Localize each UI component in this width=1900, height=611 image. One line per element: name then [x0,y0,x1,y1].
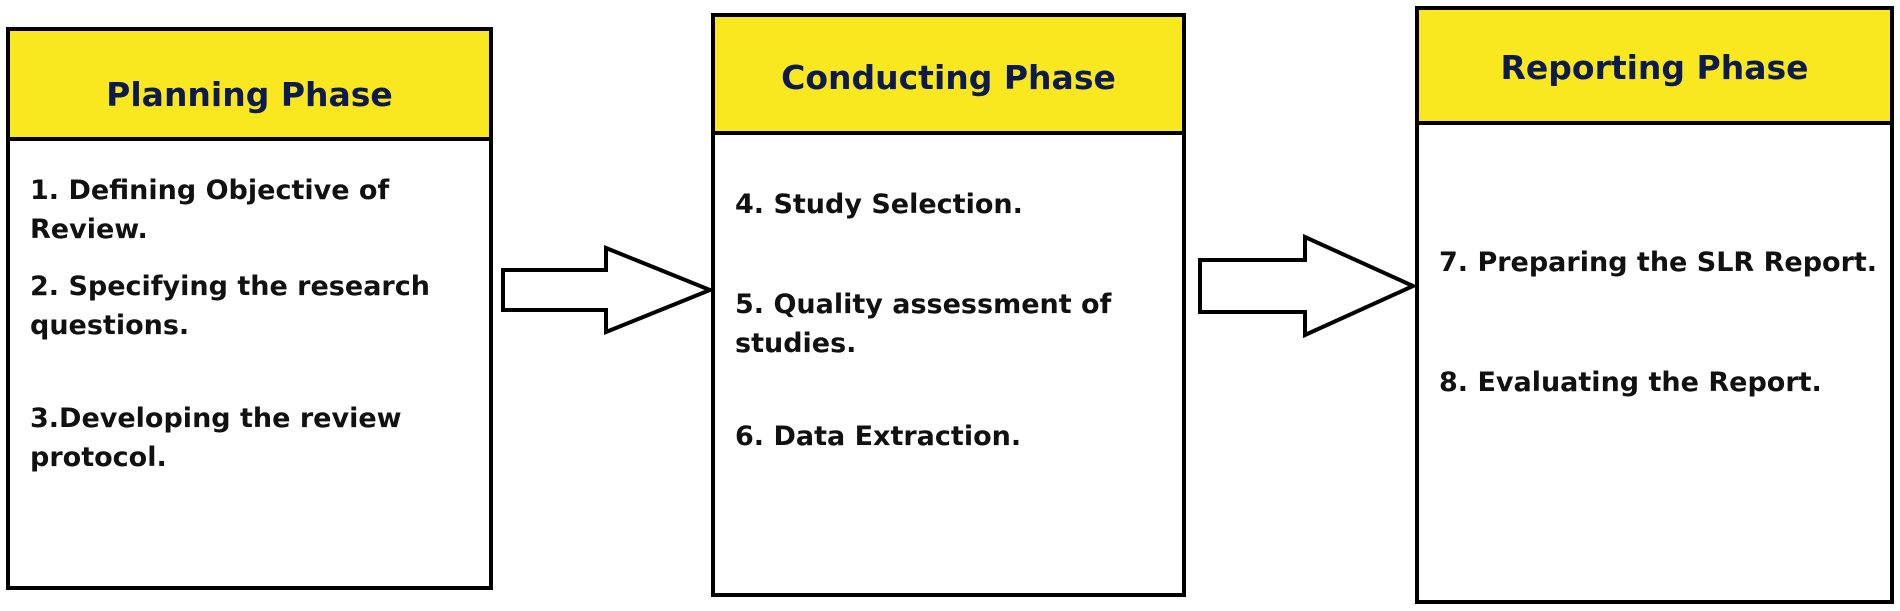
planning-phase-title: Planning Phase [106,74,393,114]
right-arrow-icon [501,245,715,335]
conducting-phase-box: Conducting Phase 4. Study Selection. 5. … [711,13,1186,597]
reporting-phase-header: Reporting Phase [1419,10,1890,125]
reporting-phase-title: Reporting Phase [1500,48,1809,87]
planning-phase-header: Planning Phase [10,31,489,141]
step-specifying-questions: 2. Specifying the research questions. [30,271,430,341]
planning-phase-box: Planning Phase 1. Defining Objective of … [6,27,493,590]
conducting-phase-title: Conducting Phase [781,57,1116,97]
step-data-extraction: 6. Data Extraction. [735,421,1022,452]
conducting-phase-header: Conducting Phase [715,17,1182,135]
step-quality-assessment: 5. Quality assessment of studies. [735,289,1112,359]
reporting-phase-box: Reporting Phase 7. Preparing the SLR Rep… [1415,6,1894,604]
step-defining-objective: 1. Defining Objective of Review. [30,175,390,245]
right-arrow-icon [1198,234,1417,339]
step-developing-protocol: 3.Developing the review protocol. [30,403,402,473]
step-study-selection: 4. Study Selection. [735,189,1023,220]
step-preparing-report: 7. Preparing the SLR Report. [1439,247,1878,278]
step-evaluating-report: 8. Evaluating the Report. [1439,367,1822,398]
